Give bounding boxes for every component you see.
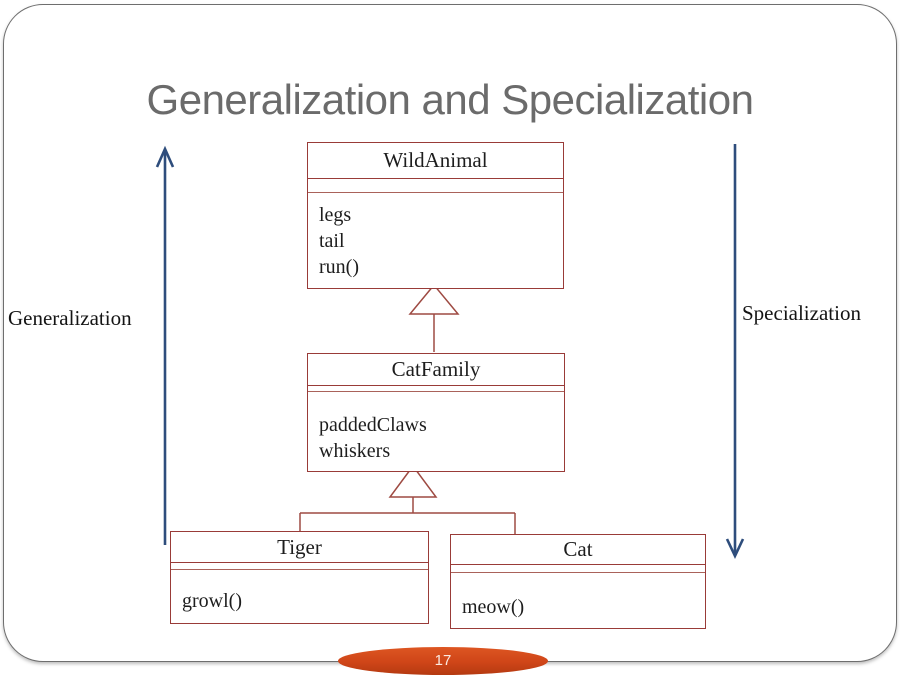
class-compartment-divider <box>308 179 563 193</box>
class-compartment-divider <box>451 565 705 573</box>
inheritance-triangle-icon <box>299 464 516 534</box>
generalization-label: Generalization <box>8 306 132 330</box>
class-box-tiger: Tiger growl() <box>170 531 429 624</box>
class-attributes: paddedClaws whiskers <box>308 392 564 464</box>
attribute: whiskers <box>319 440 391 462</box>
attribute: legs <box>319 204 352 226</box>
class-attributes: growl() <box>171 570 428 614</box>
specialization-label: Specialization <box>742 301 861 325</box>
page-number-badge: 17 <box>338 647 548 675</box>
class-compartment-divider <box>308 386 564 392</box>
attribute: tail <box>319 230 345 252</box>
slide-title: Generalization and Specialization <box>146 76 754 123</box>
class-box-catfamily: CatFamily paddedClaws whiskers <box>307 353 565 472</box>
class-box-wildanimal: WildAnimal legs tail run() <box>307 142 564 289</box>
class-name: Tiger <box>171 532 428 563</box>
class-attributes: legs tail run() <box>308 193 563 280</box>
class-name: Cat <box>451 535 705 565</box>
class-name: WildAnimal <box>308 143 563 179</box>
attribute: growl() <box>182 590 242 612</box>
attribute: paddedClaws <box>319 414 427 436</box>
class-box-cat: Cat meow() <box>450 534 706 629</box>
inheritance-triangle-icon <box>408 283 460 352</box>
generalization-up-arrow-icon <box>155 145 175 545</box>
class-attributes: meow() <box>451 573 705 620</box>
class-name: CatFamily <box>308 354 564 386</box>
attribute: run() <box>319 256 359 278</box>
specialization-down-arrow-icon <box>725 144 745 560</box>
attribute: meow() <box>462 596 525 618</box>
class-compartment-divider <box>171 563 428 570</box>
